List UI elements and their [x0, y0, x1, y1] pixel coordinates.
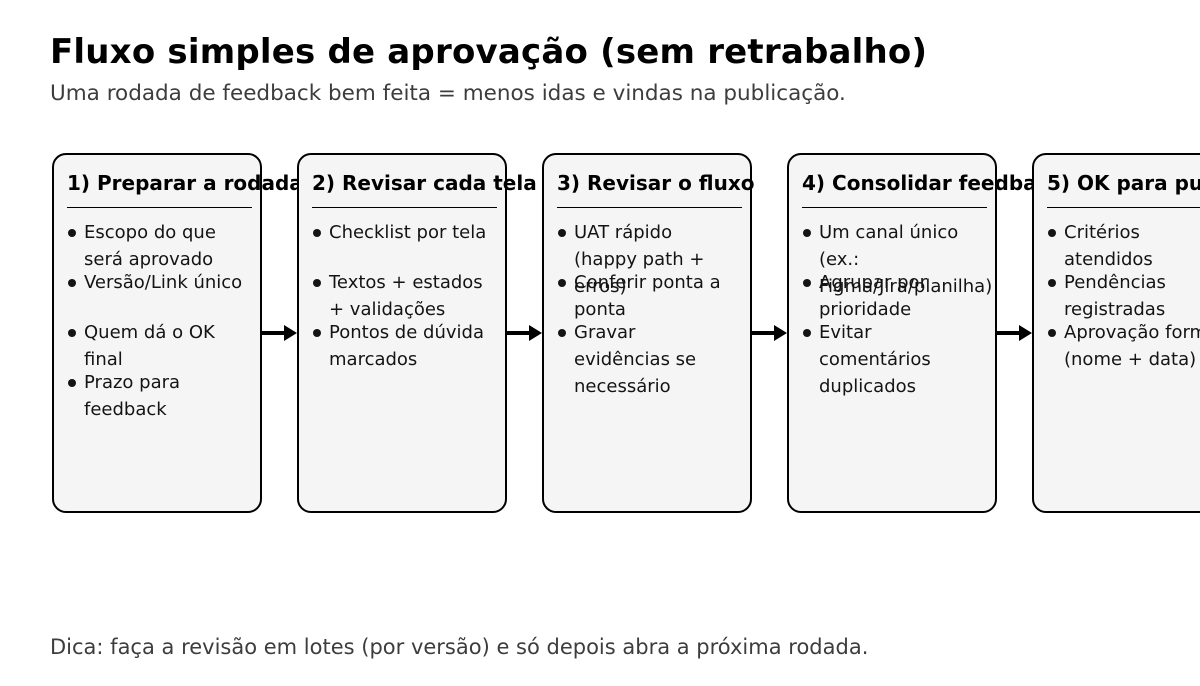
bullet-line: Pendências — [1064, 272, 1166, 293]
bullet-icon — [803, 278, 811, 287]
bullet-icon — [558, 228, 566, 237]
bullet-line: Versão/Link único — [84, 272, 243, 293]
bullet-icon — [1048, 328, 1056, 337]
bullet-line: erros) — [574, 276, 627, 297]
flow-arrow-head-icon — [284, 325, 297, 341]
flow-step-box-5: 5) OK para publicarCritérios atendidosPen… — [1032, 153, 1200, 513]
bullet-line: registradas — [1064, 299, 1166, 320]
bullet-line: Aprovação formal — [1064, 322, 1200, 343]
box-title: 4) Consolidar feedback — [802, 171, 1062, 195]
box-title: 5) OK para publicar — [1047, 171, 1200, 195]
box-title: 2) Revisar cada tela — [312, 171, 537, 195]
bullet-line: Quem dá o OK — [84, 322, 215, 343]
bullet-line: comentários — [819, 349, 931, 370]
title-underline — [802, 207, 987, 208]
bullet-line: duplicados — [819, 376, 917, 397]
page-title: Fluxo simples de aprovação (sem retrabal… — [50, 32, 928, 72]
footer-tip: Dica: faça a revisão em lotes (por versã… — [50, 635, 869, 659]
flow-arrow-shaft — [997, 331, 1020, 335]
bullet-icon — [1048, 278, 1056, 287]
bullet-icon — [313, 228, 321, 237]
bullet-line: UAT rápido — [574, 222, 673, 243]
bullet-icon — [68, 278, 76, 287]
flow-arrow-shaft — [752, 331, 775, 335]
bullet-line: final — [84, 349, 123, 370]
flow-arrow-head-icon — [1019, 325, 1032, 341]
bullet-line: + validações — [329, 299, 446, 320]
bullet-icon — [313, 278, 321, 287]
bullet-line: evidências se — [574, 349, 697, 370]
bullet-icon — [313, 328, 321, 337]
bullet-line: necessário — [574, 376, 671, 397]
bullet-line: feedback — [84, 399, 167, 420]
flow-arrow-head-icon — [774, 325, 787, 341]
bullet-line: Textos + estados — [329, 272, 483, 293]
bullet-line: Escopo do que — [84, 222, 216, 243]
bullet-icon — [1048, 228, 1056, 237]
bullet-line: Agrupar por — [819, 272, 927, 293]
bullet-line: (nome + data) — [1064, 349, 1197, 370]
flow-arrow-shaft — [262, 331, 285, 335]
bullet-icon — [558, 328, 566, 337]
bullet-line: Checklist por tela — [329, 222, 487, 243]
bullet-line: (happy path + — [574, 249, 705, 270]
bullet-line: Evitar — [819, 322, 872, 343]
bullet-line: marcados — [329, 349, 418, 370]
bullet-line: Prazo para — [84, 372, 181, 393]
flow-arrow-shaft — [507, 331, 530, 335]
bullet-line: Gravar — [574, 322, 636, 343]
bullet-line: Um canal único — [819, 222, 959, 243]
bullet-line: será aprovado — [84, 249, 214, 270]
title-underline — [312, 207, 497, 208]
bullet-line: Pontos de dúvida — [329, 322, 484, 343]
title-underline — [1047, 207, 1200, 208]
bullet-line: Critérios — [1064, 222, 1140, 243]
bullet-icon — [803, 228, 811, 237]
bullet-line: prioridade — [819, 299, 912, 320]
box-title: 3) Revisar o fluxo — [557, 171, 755, 195]
bullet-icon — [68, 378, 76, 387]
bullet-line: Conferir ponta a — [574, 272, 721, 293]
bullet-icon — [558, 278, 566, 287]
bullet-icon — [68, 328, 76, 337]
bullet-line: atendidos — [1064, 249, 1153, 270]
bullet-line: ponta — [574, 299, 626, 320]
flow-step-box-4: 4) Consolidar feedback Um canal único (ex.… — [787, 153, 1062, 513]
bullet-line: Figma/Jira/planilha) — [819, 276, 993, 297]
title-underline — [67, 207, 252, 208]
bullet-icon — [68, 228, 76, 237]
title-underline — [557, 207, 742, 208]
page-subtitle: Uma rodada de feedback bem feita = menos… — [50, 81, 846, 106]
box-title: 1) Preparar a rodada — [67, 171, 303, 195]
bullet-line: (ex.: — [819, 249, 860, 270]
flow-arrow-head-icon — [529, 325, 542, 341]
bullet-icon — [803, 328, 811, 337]
